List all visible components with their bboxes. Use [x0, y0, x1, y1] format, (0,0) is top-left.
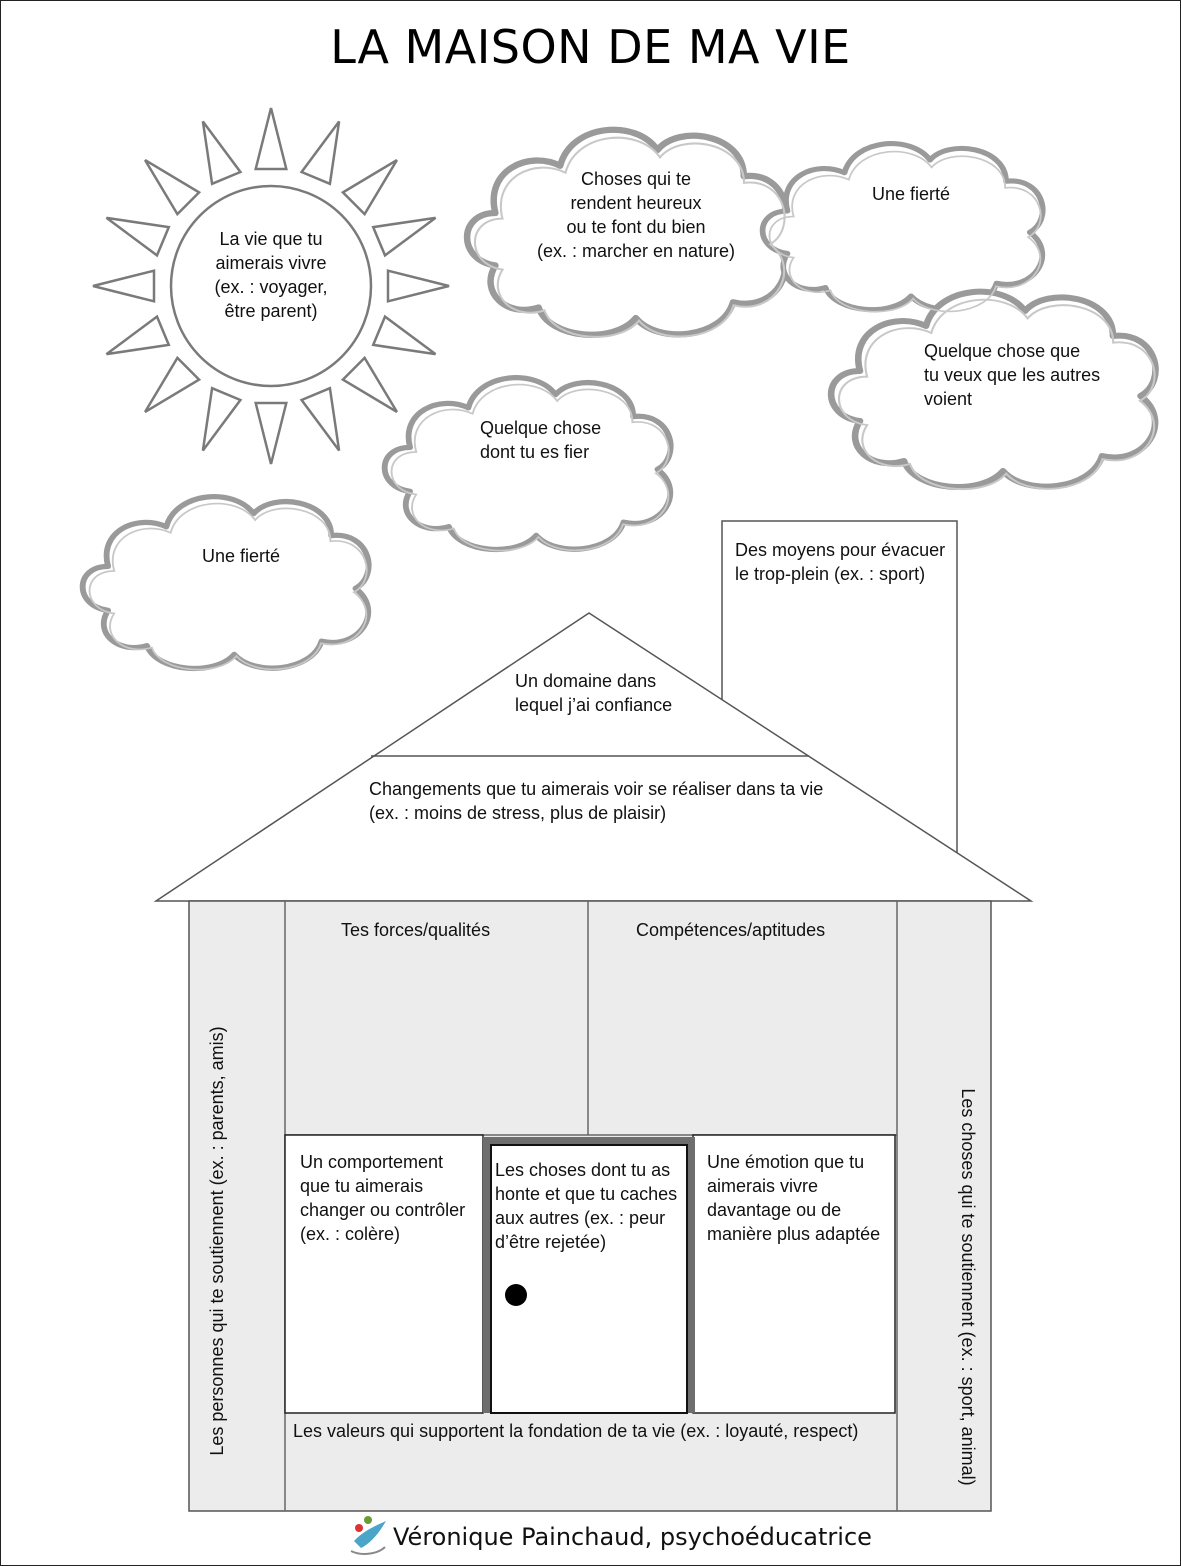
sun-ray	[144, 159, 202, 217]
cloud-pride-left-icon	[83, 497, 369, 669]
sun-ray	[144, 355, 202, 413]
door	[490, 1144, 688, 1414]
door-label: Les choses dont tu as honte et que tu ca…	[495, 1160, 678, 1252]
values-label: Les valeurs qui supportent la fondation …	[293, 1421, 859, 1441]
left-wall-label: Les personnes qui te soutiennent (ex. : …	[207, 1026, 227, 1456]
strengths-label: Tes forces/qualités	[341, 920, 491, 940]
skills-label: Compétences/aptitudes	[636, 920, 826, 940]
chimney-label: Des moyens pour évacuer le trop-plein (e…	[735, 540, 946, 584]
sun-ray	[299, 120, 341, 186]
sun-ray	[254, 107, 288, 171]
roof-top-label: Un domaine dans lequel j’ai confiance	[515, 671, 673, 715]
sun-ray	[340, 355, 398, 413]
cloud-happy-label: Choses qui te rendent heureux ou te font…	[536, 169, 736, 261]
sun-ray	[340, 159, 398, 217]
cloud-pride-top-label: Une fierté	[872, 184, 951, 204]
page-title: LA MAISON DE MA VIE	[330, 20, 851, 74]
behavior-label: Un comportement que tu aimerais changer …	[300, 1152, 466, 1244]
right-window	[692, 1134, 896, 1414]
footer-credit: Véronique Painchaud, psychoéducatrice	[393, 1523, 872, 1551]
cloud-pride-top-icon	[763, 144, 1043, 310]
door-knob-icon	[505, 1284, 527, 1306]
sun-ray	[105, 314, 171, 356]
emotion-label: Une émotion que tu aimerais vivre davant…	[707, 1152, 881, 1244]
sun-label: La vie que tu aimerais vivre (ex. : voya…	[214, 229, 328, 321]
right-wall-label: Les choses qui te soutiennent (ex. : spo…	[958, 1088, 978, 1486]
cloud-seen-label: Quelque chose que tu veux que les autres…	[924, 341, 1101, 409]
sun-ray	[201, 386, 243, 452]
sun-ray	[254, 401, 288, 465]
sun-ray	[105, 216, 171, 258]
cloud-proud-label: Quelque chose dont tu es fier	[480, 418, 602, 462]
left-window	[284, 1134, 484, 1414]
sun-ray	[299, 386, 341, 452]
sun-ray	[371, 216, 437, 258]
roof-bottom-label: Changements que tu aimerais voir se réal…	[369, 779, 824, 823]
sun-ray	[92, 269, 156, 303]
sun-ray	[201, 120, 243, 186]
sun-ray	[371, 314, 437, 356]
logo-icon	[350, 1516, 386, 1555]
cloud-pride-left-label: Une fierté	[202, 546, 281, 566]
sun-icon	[92, 107, 450, 465]
sun-ray	[386, 269, 450, 303]
